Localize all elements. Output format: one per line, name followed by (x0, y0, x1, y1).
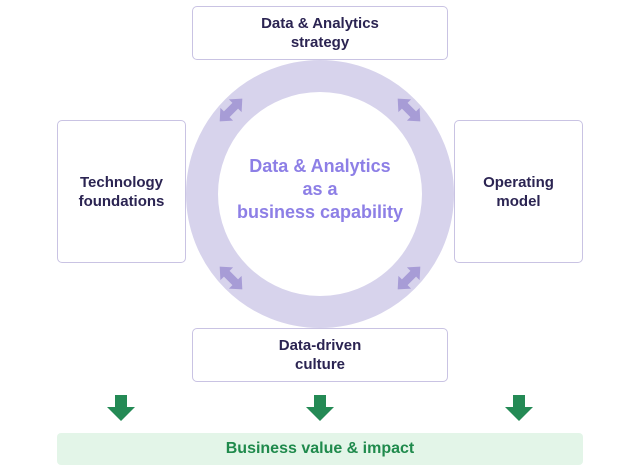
connector-arrow-bottom-left (219, 266, 243, 290)
center-title-line-3: business capability (236, 202, 404, 222)
business-value-banner: Business value & impact (57, 433, 583, 465)
data-driven-culture-box: Data-driven culture (192, 328, 448, 382)
down-arrow-icon (505, 395, 533, 421)
technology-box-line-1: Technology (79, 173, 164, 191)
ring-circle (186, 60, 454, 328)
banner-label: Business value & impact (225, 440, 415, 457)
down-arrow-icon (107, 395, 135, 421)
culture-box-line-1: Data-driven (278, 337, 362, 354)
technology-box-line-2: foundations (78, 192, 165, 210)
culture-box-line-2: culture (294, 356, 345, 373)
connector-arrow-bottom-right (397, 266, 421, 290)
center-title: Data & Analytics as a business capabilit… (215, 155, 425, 224)
down-arrow-icon (306, 395, 334, 421)
operating-model-box: Operating model (454, 120, 583, 263)
center-title-line-2: as a (302, 179, 338, 199)
connector-arrow-top-right (397, 98, 421, 122)
connector-arrow-top-left (219, 98, 243, 122)
strategy-box: Data & Analytics strategy (192, 6, 448, 60)
operating-box-line-2: model (496, 192, 541, 210)
strategy-box-line-1: Data & Analytics (261, 15, 379, 32)
strategy-box-line-2: strategy (290, 34, 350, 51)
technology-foundations-box: Technology foundations (57, 120, 186, 263)
operating-box-line-1: Operating (483, 173, 554, 191)
center-title-line-1: Data & Analytics (249, 156, 391, 176)
